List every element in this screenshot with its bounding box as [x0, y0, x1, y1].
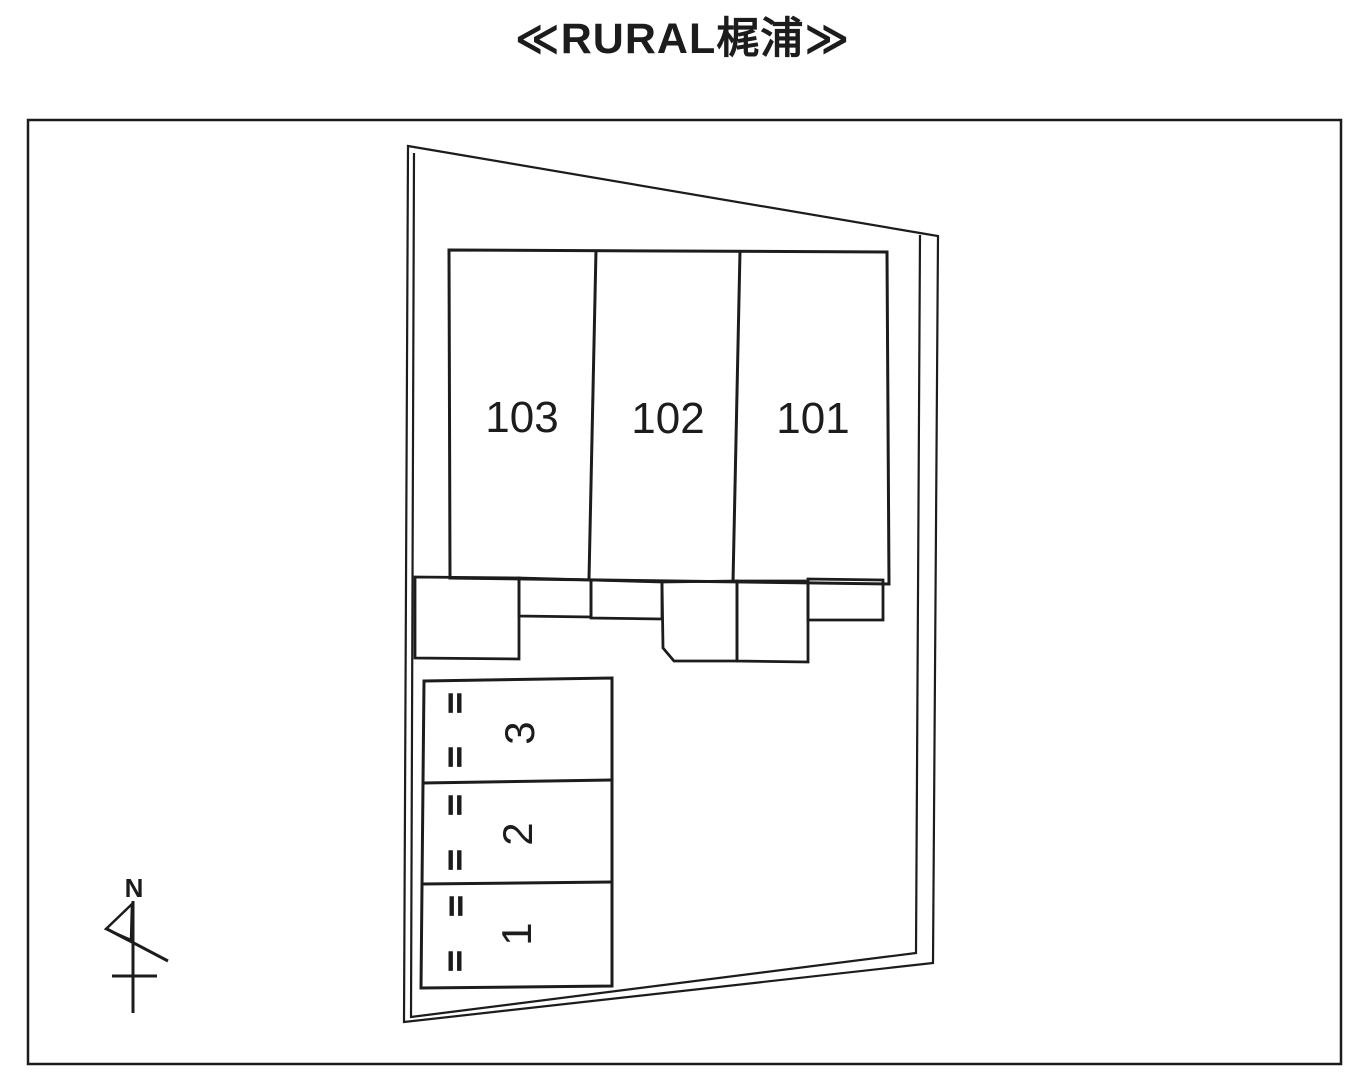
page-title: ≪RURAL梶浦≫ [514, 15, 851, 63]
unit-label-102: 102 [631, 394, 704, 443]
tick-mark-space3-top: = [432, 692, 476, 715]
parking-space-label-1: 1 [493, 922, 540, 945]
porch-unit-102-left [589, 578, 664, 621]
site-boundary-inner [409, 152, 922, 1019]
tick-mark-space3-bottom: = [432, 746, 476, 769]
parking-divider-2-1 [421, 880, 613, 886]
tick-mark-space1-bottom: = [432, 950, 476, 973]
porch-unit-102-right [660, 579, 739, 663]
tick-mark-space2-top: = [432, 794, 476, 817]
porch-unit-101-left [735, 579, 810, 664]
porch-unit-103-left [413, 575, 521, 661]
unit-label-103: 103 [485, 393, 558, 442]
site-boundary [402, 144, 940, 1024]
porch-unit-103-right [517, 576, 593, 619]
unit-divider-103-102 [587, 249, 598, 580]
parking-space-label-3: 3 [496, 721, 543, 744]
north-arrow: N [103, 873, 169, 1013]
north-arrow-diagonal [106, 927, 169, 963]
north-label: N [125, 873, 144, 903]
parking-space-label-2: 2 [494, 822, 541, 845]
unit-label-101: 101 [776, 394, 849, 443]
unit-divider-102-101 [731, 250, 742, 583]
tick-mark-space2-bottom: = [432, 849, 476, 872]
tick-mark-space1-top: = [433, 895, 477, 918]
parking-divider-3-2 [422, 778, 613, 785]
outer-frame [26, 118, 1343, 1066]
porch-unit-101-right [806, 577, 885, 622]
parking-block [419, 676, 614, 990]
